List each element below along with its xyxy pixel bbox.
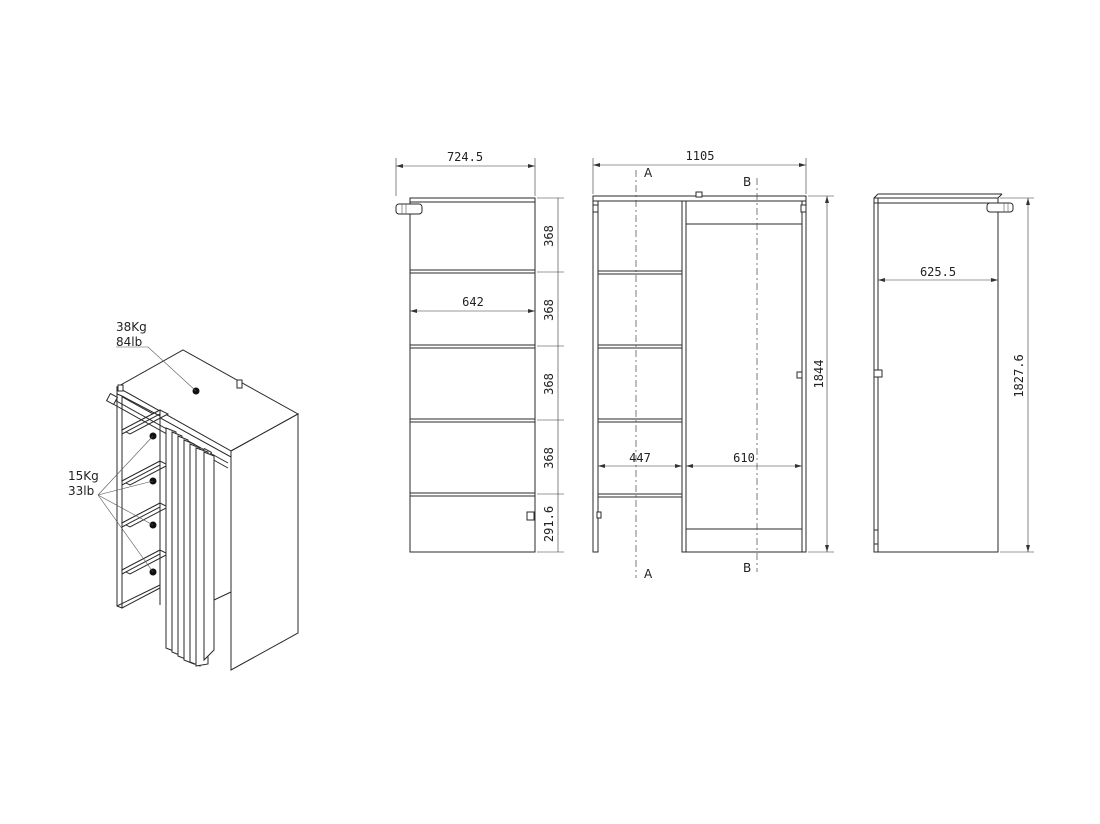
section-view: A A B B 1105 447 610 1844: [592, 149, 834, 581]
cut-label-b-bottom: B: [743, 561, 751, 575]
side-outline: [873, 197, 999, 553]
side-view: 625.5 1827.6: [873, 193, 1034, 553]
dim-overall-height: 1844: [812, 360, 826, 389]
leader-top: [116, 346, 197, 392]
shelf-load-lb: 33lb: [68, 484, 94, 498]
section-left-panel: [592, 200, 599, 553]
cut-label-a-bottom: A: [644, 567, 653, 581]
iso-top-fitting: [117, 384, 124, 392]
front-view: 724.5 642 368 368 368 368 291.6: [395, 150, 564, 553]
top-load-lb: 84lb: [116, 335, 142, 349]
section-right-panel: [801, 200, 807, 553]
dim-front-width: 724.5: [447, 150, 483, 164]
dim-shelf-4: 368: [542, 447, 556, 469]
shelf-load-kg: 15Kg: [68, 469, 99, 483]
dim-right-bay: 610: [733, 451, 755, 465]
front-shelves: [410, 269, 535, 497]
iso-left-upright: [116, 393, 123, 609]
section-fitting: [800, 204, 807, 213]
section-fitting: [592, 204, 599, 213]
dim-side-height: 1827.6: [1012, 354, 1026, 397]
dim-left-bay: 447: [629, 451, 651, 465]
dim-shelf-1: 368: [542, 225, 556, 247]
section-fitting: [596, 511, 602, 519]
cut-label-b-top: B: [743, 175, 751, 189]
front-rail-end: [395, 203, 423, 215]
iso-shelves: [120, 395, 170, 609]
front-outline: [409, 197, 536, 553]
section-fitting: [796, 371, 803, 379]
top-load-kg: 38Kg: [116, 320, 147, 334]
cut-label-a-top: A: [644, 166, 653, 180]
dim-inner-width: 642: [462, 295, 484, 309]
front-fitting: [526, 511, 535, 521]
isometric-view: 38Kg 84lb 15Kg 33lb: [68, 320, 300, 671]
iso-top-fitting: [236, 379, 243, 389]
dim-shelf-3: 368: [542, 373, 556, 395]
iso-curtain: [165, 427, 232, 667]
iso-side-panel: [230, 413, 299, 671]
dim-overall-width: 1105: [686, 149, 715, 163]
dim-shelf-2: 368: [542, 299, 556, 321]
dim-bottom: 291.6: [542, 506, 556, 542]
section-shelves: [598, 270, 682, 498]
side-fitting: [873, 529, 879, 545]
side-rail-end: [986, 202, 1014, 213]
section-middle-panel: [681, 200, 687, 553]
dim-side-depth: 625.5: [920, 265, 956, 279]
section-fitting: [695, 191, 703, 198]
side-fitting: [873, 369, 883, 378]
